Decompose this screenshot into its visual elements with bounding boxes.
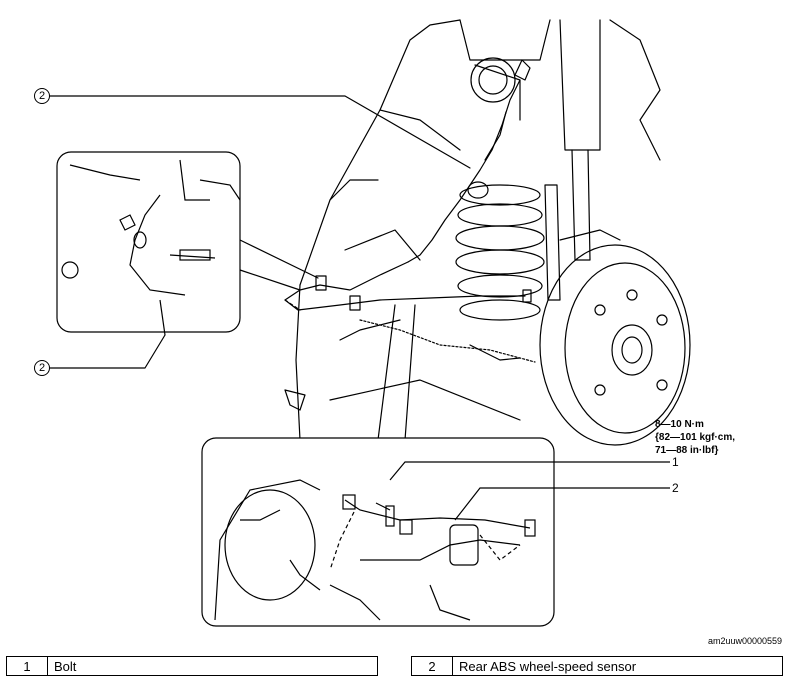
legend-item-1: 1 Bolt [6, 656, 378, 676]
callout-bolt: 1 [672, 455, 679, 469]
legend-number: 1 [6, 656, 48, 676]
coil-spring [455, 184, 545, 321]
inset-detail-bottom [201, 437, 670, 627]
leader-line [239, 269, 301, 291]
leader-line [404, 304, 416, 441]
leader-line [49, 95, 471, 169]
parking-cable [359, 319, 536, 363]
legend-label: Rear ABS wheel-speed sensor [452, 656, 783, 676]
document-code: am2uuw00000559 [708, 636, 783, 646]
shock-absorber [544, 184, 561, 301]
torque-specification: 8—10 N·m {82—101 kgf·cm, 71—88 in·lbf} [655, 419, 736, 456]
callout-sensor-top: 2 [34, 88, 50, 104]
leader-line [49, 334, 166, 369]
body-panel-outline [284, 19, 661, 471]
abs-sensor-harness [284, 59, 532, 311]
legend-label: Bolt [47, 656, 378, 676]
legend-item-2: 2 Rear ABS wheel-speed sensor [411, 656, 783, 676]
brake-drum [539, 229, 691, 446]
inset-detail-left [56, 151, 241, 336]
leader-line [377, 304, 396, 441]
leader-line [239, 239, 319, 279]
legend-number: 2 [411, 656, 453, 676]
callout-sensor-inset: 2 [34, 360, 50, 376]
callout-sensor-detail: 2 [672, 481, 679, 495]
body-bolt-head [284, 389, 306, 411]
